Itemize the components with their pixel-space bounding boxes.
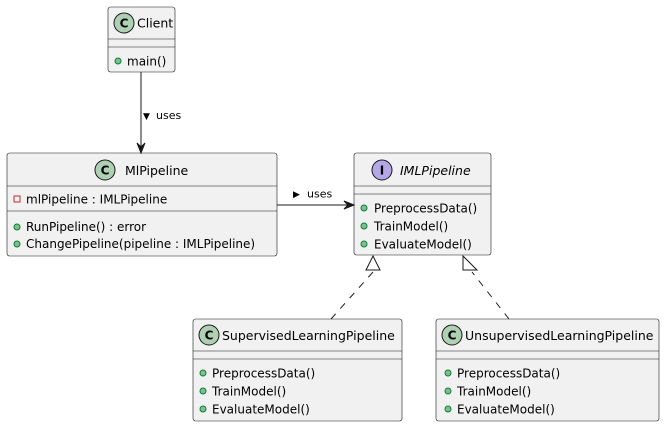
method-preprocessdata: PreprocessData() — [212, 367, 315, 381]
public-visibility-icon — [360, 222, 368, 230]
public-visibility-icon — [444, 387, 452, 395]
direction-triangle-right-icon: ▶ — [293, 190, 300, 200]
method-changepipeline: ChangePipeline(pipeline : IMLPipeline) — [26, 237, 255, 251]
relation-mlpipeline-uses-imlpipeline: ▶ uses — [277, 188, 356, 210]
realization-line — [330, 271, 374, 320]
method-trainmodel: TrainModel() — [373, 220, 448, 234]
class-client[interactable]: C Client main() — [107, 6, 176, 73]
public-visibility-icon — [199, 405, 207, 413]
method-preprocessdata: PreprocessData() — [374, 202, 477, 216]
public-visibility-icon — [199, 369, 207, 377]
interface-badge-letter: I — [380, 164, 384, 178]
class-mlpipeline-name: MlPipeline — [125, 163, 188, 178]
method-runpipeline: RunPipeline() : error — [26, 220, 146, 234]
hollow-triangle-arrow-icon — [462, 254, 479, 271]
class-client-name: Client — [137, 16, 173, 31]
public-visibility-icon — [199, 387, 207, 395]
interface-badge-icon — [371, 159, 393, 181]
class-badge-icon — [94, 159, 116, 181]
method-evaluatemodel: EvaluateModel() — [457, 403, 555, 417]
private-visibility-icon — [13, 195, 21, 203]
class-supervised-name: SupervisedLearningPipeline — [222, 328, 395, 343]
method-main: main() — [127, 55, 166, 69]
method-trainmodel: TrainModel() — [456, 385, 531, 399]
class-badge-icon — [198, 324, 220, 346]
class-badge-letter: C — [101, 164, 110, 178]
direction-triangle-down-icon: ▼ — [143, 112, 150, 122]
relation-supervised-implements-imlpipeline — [330, 254, 381, 320]
public-visibility-icon — [360, 240, 368, 248]
arrow-head-icon — [343, 200, 356, 210]
public-visibility-icon — [13, 240, 21, 248]
public-visibility-icon — [444, 405, 452, 413]
class-badge-icon — [441, 324, 463, 346]
public-visibility-icon — [360, 204, 368, 212]
class-badge-letter: C — [448, 329, 457, 343]
hollow-triangle-arrow-icon — [365, 254, 381, 271]
class-badge-letter: C — [120, 17, 129, 31]
class-unsupervisedlearningpipeline[interactable]: C UnsupervisedLearningPipeline Preproces… — [435, 318, 660, 422]
public-visibility-icon — [114, 57, 122, 65]
field-mlpipeline: mlPipeline : IMLPipeline — [26, 193, 167, 207]
public-visibility-icon — [444, 369, 452, 377]
class-unsupervised-name: UnsupervisedLearningPipeline — [465, 328, 654, 343]
relation-label-uses: uses — [307, 188, 332, 201]
class-mlpipeline[interactable]: C MlPipeline mlPipeline : IMLPipeline Ru… — [6, 152, 278, 257]
arrow-head-icon — [136, 142, 146, 155]
method-preprocessdata: PreprocessData() — [457, 367, 560, 381]
relation-unsupervised-implements-imlpipeline — [462, 254, 510, 320]
class-unsupervised-box — [435, 318, 660, 422]
class-supervisedlearningpipeline[interactable]: C SupervisedLearningPipeline PreprocessD… — [192, 318, 403, 422]
method-trainmodel: TrainModel() — [211, 385, 286, 399]
class-badge-letter: C — [205, 329, 214, 343]
class-badge-icon — [113, 12, 135, 34]
method-evaluatemodel: EvaluateModel() — [212, 403, 310, 417]
class-supervised-box — [192, 318, 403, 422]
realization-line — [471, 271, 510, 320]
interface-imlpipeline-box — [353, 152, 492, 256]
interface-imlpipeline[interactable]: I IMLPipeline PreprocessData() TrainMode… — [353, 152, 492, 256]
method-evaluatemodel: EvaluateModel() — [374, 238, 472, 252]
relation-label-uses: uses — [156, 109, 181, 122]
interface-imlpipeline-name: IMLPipeline — [400, 163, 471, 178]
public-visibility-icon — [13, 223, 21, 231]
relation-client-uses-mlpipeline: ▼ uses — [136, 72, 181, 155]
